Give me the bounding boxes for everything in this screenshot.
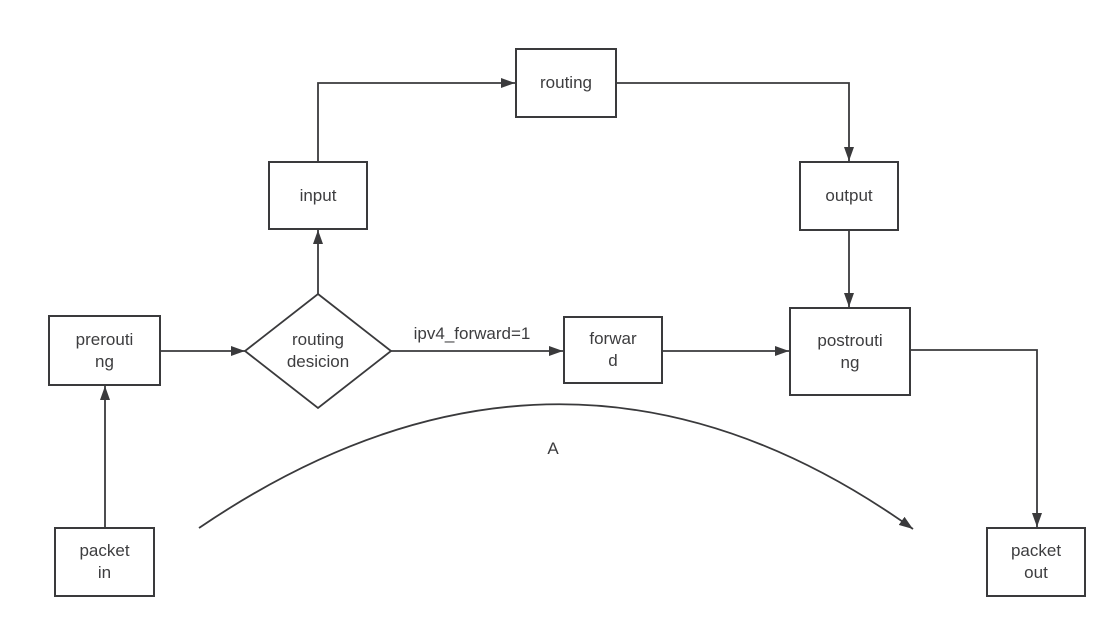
node-output: output [799, 161, 899, 231]
node-input: input [268, 161, 368, 230]
node-packet-out: packet out [986, 527, 1086, 597]
edge-label-ipv4-forward: ipv4_forward=1 [413, 324, 531, 343]
edge-routing-output [617, 82, 854, 161]
node-routing-decision: routing desicion [286, 330, 350, 371]
node-packet-in: packet in [54, 527, 155, 597]
node-routing: routing [515, 48, 617, 118]
edge-postrouting-packetout [911, 349, 1042, 527]
edge-bypass-arc [198, 403, 914, 530]
node-prerouting: prerouti ng [48, 315, 161, 386]
edge-input-routing [317, 78, 515, 161]
node-forward: forwar d [563, 316, 663, 384]
edge-label-arc-a: A [547, 439, 559, 458]
decision-diamond-shape [243, 292, 393, 410]
node-postrouting: postrouti ng [789, 307, 911, 396]
